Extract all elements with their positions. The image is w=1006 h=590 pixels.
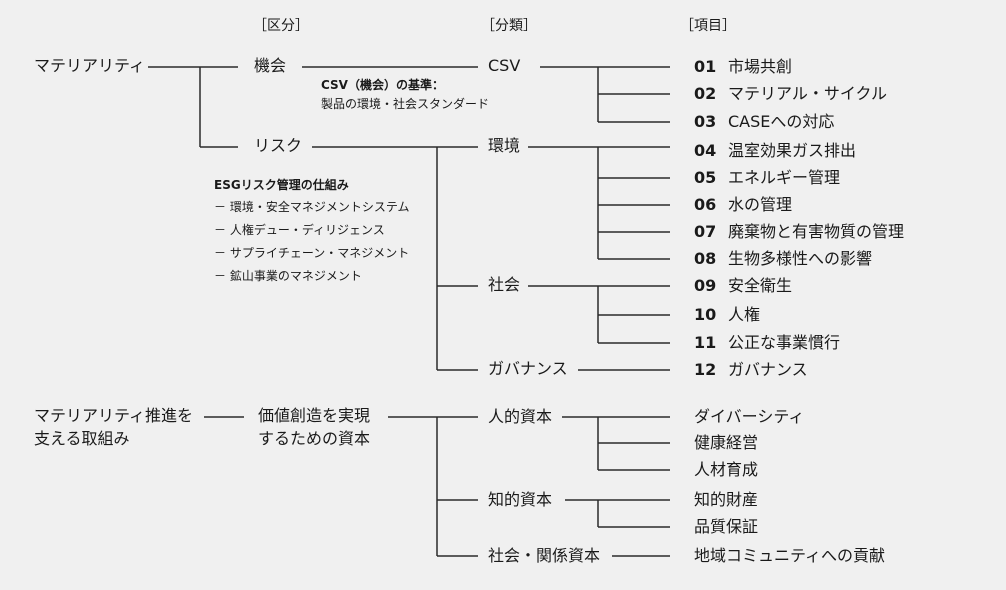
item-number: 09: [694, 276, 717, 295]
header-classification: ［分類］: [481, 18, 537, 34]
item-number: 04: [694, 141, 717, 160]
item-number: 11: [694, 333, 717, 352]
item-number: 05: [694, 168, 717, 187]
capital-item: 人材育成: [694, 460, 759, 479]
csv-note-body: 製品の環境・社会スタンダード: [321, 97, 490, 111]
item-number: 01: [694, 57, 717, 76]
capital-category-line2: するための資本: [258, 429, 371, 448]
item-label: 生物多様性への影響: [728, 249, 873, 268]
item-label: 廃棄物と有害物質の管理: [728, 222, 905, 241]
item-number: 08: [694, 249, 717, 268]
capital-item: ダイバーシティ: [694, 407, 805, 426]
esg-note-item: － 人権デュー・ディリジェンス: [214, 223, 385, 237]
materiality-item: 03 CASEへの対応: [694, 112, 834, 132]
category-risk: リスク: [254, 136, 303, 155]
root-supporting-initiatives-line1: マテリアリティ推進を: [34, 406, 194, 425]
esg-note-title: ESGリスク管理の仕組み: [214, 178, 349, 192]
esg-note-item: － サプライチェーン・マネジメント: [214, 246, 410, 260]
esg-note-item: － 鉱山事業のマネジメント: [214, 269, 362, 283]
class-intellectual-capital: 知的資本: [488, 490, 553, 509]
materiality-item: 12 ガバナンス: [694, 360, 808, 380]
materiality-item: 11 公正な事業慣行: [694, 333, 840, 353]
csv-note-title: CSV（機会）の基準：: [321, 78, 444, 92]
materiality-item: 08 生物多様性への影響: [694, 249, 872, 269]
class-human-capital: 人的資本: [488, 407, 553, 426]
capital-category-line1: 価値創造を実現: [258, 406, 371, 425]
item-label: CASEへの対応: [728, 112, 835, 131]
item-label: マテリアル・サイクル: [728, 84, 888, 103]
item-number: 10: [694, 305, 717, 324]
item-number: 07: [694, 222, 717, 241]
item-label: 水の管理: [728, 195, 793, 214]
class-social-capital: 社会・関係資本: [488, 546, 601, 565]
item-label: 人権: [728, 305, 761, 324]
materiality-item: 07 廃棄物と有害物質の管理: [694, 222, 904, 242]
item-label: 市場共創: [728, 57, 793, 76]
capital-item: 健康経営: [694, 433, 759, 452]
root-materiality: マテリアリティ: [34, 56, 146, 75]
materiality-item: 05 エネルギー管理: [694, 168, 840, 188]
class-governance: ガバナンス: [488, 359, 568, 378]
materiality-item: 04 温室効果ガス排出: [694, 141, 856, 161]
item-number: 12: [694, 360, 717, 379]
header-item: ［項目］: [680, 18, 736, 34]
item-label: エネルギー管理: [728, 168, 841, 187]
item-number: 06: [694, 195, 717, 214]
item-number: 03: [694, 112, 717, 131]
materiality-item: 10 人権: [694, 305, 760, 325]
category-opportunity: 機会: [254, 56, 287, 75]
item-label: 安全衛生: [728, 276, 793, 295]
materiality-item: 09 安全衛生: [694, 276, 792, 296]
capital-item: 地域コミュニティへの貢献: [694, 546, 886, 565]
item-label: 温室効果ガス排出: [728, 141, 857, 160]
item-label: 公正な事業慣行: [728, 333, 841, 352]
capital-item: 品質保証: [694, 517, 759, 536]
materiality-item: 02 マテリアル・サイクル: [694, 84, 887, 104]
materiality-item: 06 水の管理: [694, 195, 792, 215]
item-number: 02: [694, 84, 717, 103]
root-supporting-initiatives-line2: 支える取組み: [34, 429, 130, 448]
materiality-item: 01 市場共創: [694, 57, 792, 77]
class-csv: CSV: [488, 56, 521, 75]
class-environment: 環境: [488, 136, 521, 155]
esg-note-item: － 環境・安全マネジメントシステム: [214, 200, 410, 214]
item-label: ガバナンス: [728, 360, 808, 379]
header-category: ［区分］: [253, 18, 309, 34]
class-society: 社会: [488, 275, 521, 294]
capital-item: 知的財産: [694, 490, 759, 509]
